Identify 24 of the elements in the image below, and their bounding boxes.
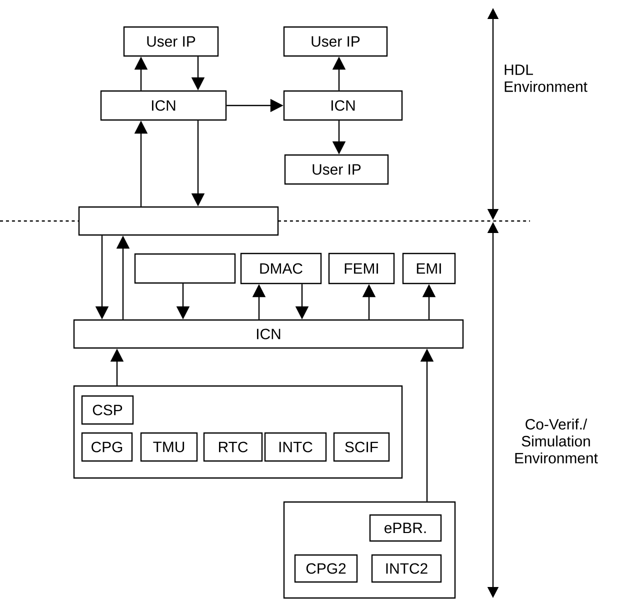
block-box: ePBR. [369,514,442,542]
block-box: INTC2 [371,554,442,583]
block-box: CPG [81,432,133,462]
block-box: SCIF [333,432,390,462]
block-box: CPG2 [294,554,358,583]
block-box: ICN [73,319,464,349]
block-box: ICN [100,90,227,121]
block-box [283,501,456,599]
block-box: DMAC [240,252,322,284]
environment-label: HDL Environment [504,64,588,92]
block-box: FEMI [328,252,395,284]
block-box: TMU [140,432,198,462]
block-box: CSP [81,395,134,425]
block-box [78,206,279,236]
block-box: User IP [123,26,219,57]
block-box: EMI [402,252,456,284]
block-box [73,385,403,479]
block-box: User IP [284,154,389,185]
block-box: INTC [264,432,327,462]
block-box: ICN [283,90,403,121]
block-box: RTC [203,432,263,462]
block-box [134,253,236,284]
block-box: User IP [283,26,388,57]
environment-label: Co-Verif./ Simulation Environment [515,418,598,464]
